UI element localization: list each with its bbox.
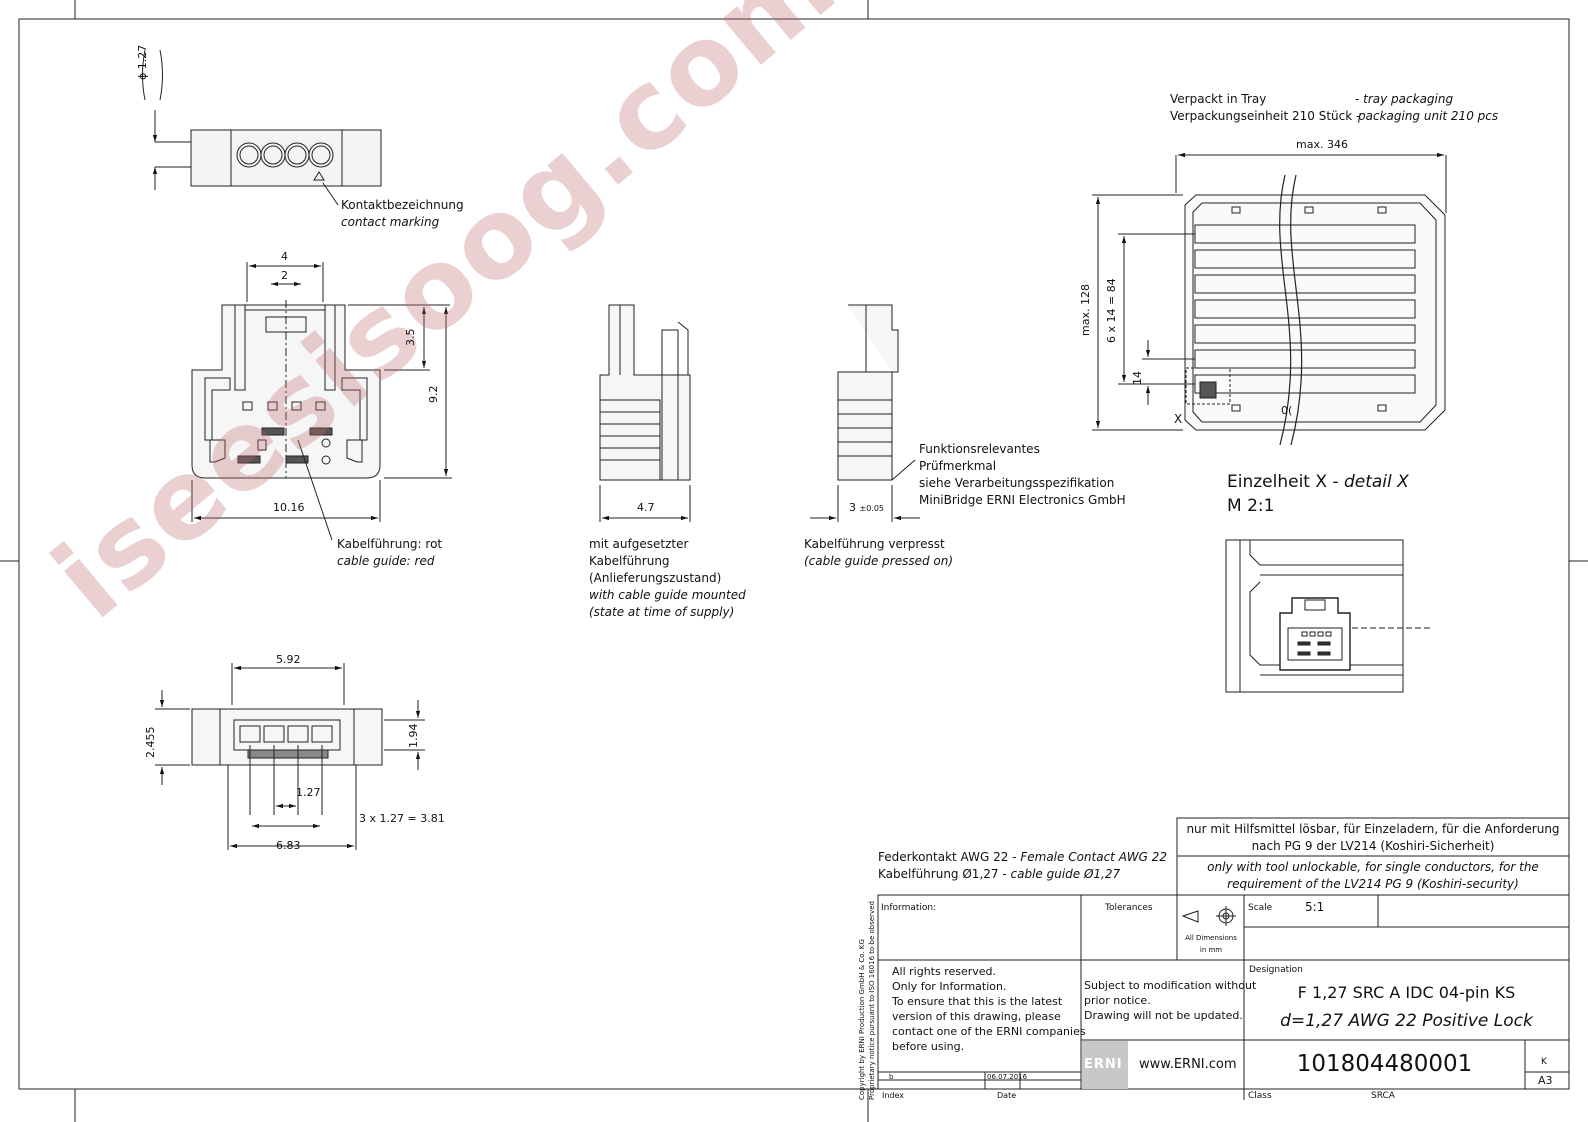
detail-x-title: Einzelheit X - detail X	[1227, 472, 1409, 492]
note-mounted-en-2: (state at time of supply)	[589, 605, 735, 619]
side-view-pressed	[810, 304, 920, 522]
index-label: Index	[882, 1091, 905, 1100]
dim-1-94: 1.94	[407, 723, 420, 749]
erni-logo: ERNI	[1084, 1057, 1123, 1072]
all-dims-2: in mm	[1199, 946, 1223, 954]
label-cut: 0(	[1281, 404, 1293, 417]
note-tray-en-1: - tray packaging	[1355, 92, 1454, 106]
bottom-view-connector	[155, 663, 425, 850]
subject-3: Drawing will not be updated.	[1084, 1009, 1243, 1022]
note-guide-type: Kabelführung Ø1,27 - cable guide Ø1,27	[878, 867, 1121, 881]
note-tray-en-2: packaging unit 210 pcs	[1358, 109, 1499, 123]
copyright-line-2: Proprietary notice pursuant to ISO 16016…	[868, 901, 876, 1100]
index-value: b	[889, 1073, 894, 1081]
dim-2: 2	[281, 269, 288, 282]
dim-diameter-top: ϕ 1.27	[136, 44, 149, 80]
tolerances-label: Tolerances	[1105, 903, 1153, 913]
part-number: 101804480001	[1296, 1051, 1473, 1077]
designation-line-2: d=1,27 AWG 22 Positive Lock	[1280, 1011, 1533, 1031]
top-view-connector	[142, 49, 382, 206]
note-pressed-de: Kabelführung verpresst	[804, 537, 945, 551]
copyright-line-1: Copyright by ERNI Production GmbH & Co. …	[858, 939, 866, 1100]
rights-4: version of this drawing, please	[892, 1010, 1061, 1023]
note-pressed-en: (cable guide pressed on)	[804, 554, 954, 568]
note-function-2: Prüfmerkmal	[919, 459, 997, 473]
dim-2-455: 2.455	[144, 726, 157, 759]
note-function-1: Funktionsrelevantes	[919, 442, 1040, 456]
req-de-2: nach PG 9 der LV214 (Koshiri-Sicherheit)	[1251, 839, 1495, 853]
note-mounted-de-1: mit aufgesetzter	[589, 537, 689, 551]
class-label: Class	[1248, 1091, 1272, 1101]
dim-10-16: 10.16	[273, 501, 305, 514]
titleblock-lines	[877, 817, 1570, 1100]
note-function-3: siehe Verarbeitungsspezifikation	[919, 476, 1115, 490]
req-en-2: requirement of the LV214 PG 9 (Koshiri-s…	[1227, 877, 1519, 891]
dim-6x14: 6 x 14 = 84	[1105, 278, 1118, 343]
note-mounted-en-1: with cable guide mounted	[589, 588, 746, 602]
note-contact-type: Federkontakt AWG 22 - Female Contact AWG…	[878, 850, 1167, 864]
req-en-1: only with tool unlockable, for single co…	[1207, 860, 1539, 874]
rights-3: To ensure that this is the latest	[892, 995, 1063, 1008]
front-view-connector	[191, 262, 452, 541]
note-cable-guide-de: Kabelführung: rot	[337, 537, 443, 551]
rights-6: before using.	[892, 1040, 965, 1053]
date-label: Date	[997, 1091, 1017, 1100]
class-value: SRCA	[1371, 1091, 1395, 1101]
side-view-mounted	[599, 304, 691, 522]
dim-4: 4	[281, 250, 288, 263]
dim-1-27: 1.27	[296, 786, 321, 799]
revision-label: K	[1541, 1057, 1547, 1067]
dim-14: 14	[1131, 371, 1144, 385]
scale-label: Scale	[1248, 903, 1273, 913]
note-mounted-de-2: Kabelführung	[589, 554, 670, 568]
sheet-border	[18, 18, 1570, 1090]
dim-4-7: 4.7	[637, 501, 655, 514]
dim-3-5: 3.5	[404, 328, 417, 347]
detail-x-scale: M 2:1	[1227, 496, 1275, 516]
note-contact-marking-de: Kontaktbezeichnung	[341, 198, 464, 212]
note-contact-marking-en: contact marking	[341, 215, 440, 229]
req-de-1: nur mit Hilfsmittel lösbar, für Einzelad…	[1186, 822, 1560, 836]
label-x: X	[1174, 412, 1183, 426]
note-tray-de-1: Verpackt in Tray	[1170, 92, 1267, 106]
detail-x-drawing	[1225, 539, 1432, 693]
dim-max-346: max. 346	[1296, 138, 1348, 151]
subject-1: Subject to modification without	[1084, 979, 1257, 992]
rights-1: All rights reserved.	[892, 965, 997, 978]
dim-max-128: max. 128	[1079, 284, 1092, 336]
note-function-4: MiniBridge ERNI Electronics GmbH	[919, 493, 1126, 507]
date-value: 06.07.2016	[987, 1073, 1028, 1081]
designation-label: Designation	[1249, 965, 1303, 975]
dim-3: 3 ±0.05	[849, 501, 885, 514]
note-tray-de-2: Verpackungseinheit 210 Stück -	[1170, 109, 1361, 123]
website-link[interactable]: www.ERNI.com	[1139, 1057, 1237, 1072]
tray-drawing	[1092, 152, 1447, 446]
dim-9-2: 9.2	[427, 385, 440, 404]
note-mounted-de-3: (Anlieferungszustand)	[589, 571, 722, 585]
information-label: Information:	[881, 903, 937, 913]
dim-5-92: 5.92	[276, 653, 301, 666]
designation-line-1: F 1,27 SRC A IDC 04-pin KS	[1297, 983, 1516, 1002]
dim-6-83: 6.83	[276, 839, 301, 852]
subject-2: prior notice.	[1084, 994, 1151, 1007]
rights-5: contact one of the ERNI companies	[892, 1025, 1086, 1038]
sheet-size: A3	[1538, 1074, 1553, 1087]
dim-pitch-3x: 3 x 1.27 = 3.81	[359, 812, 445, 825]
rights-2: Only for Information.	[892, 980, 1007, 993]
note-cable-guide-en: cable guide: red	[337, 554, 435, 568]
scale-value: 5:1	[1305, 900, 1325, 914]
all-dims-1: All Dimensions	[1185, 934, 1237, 942]
